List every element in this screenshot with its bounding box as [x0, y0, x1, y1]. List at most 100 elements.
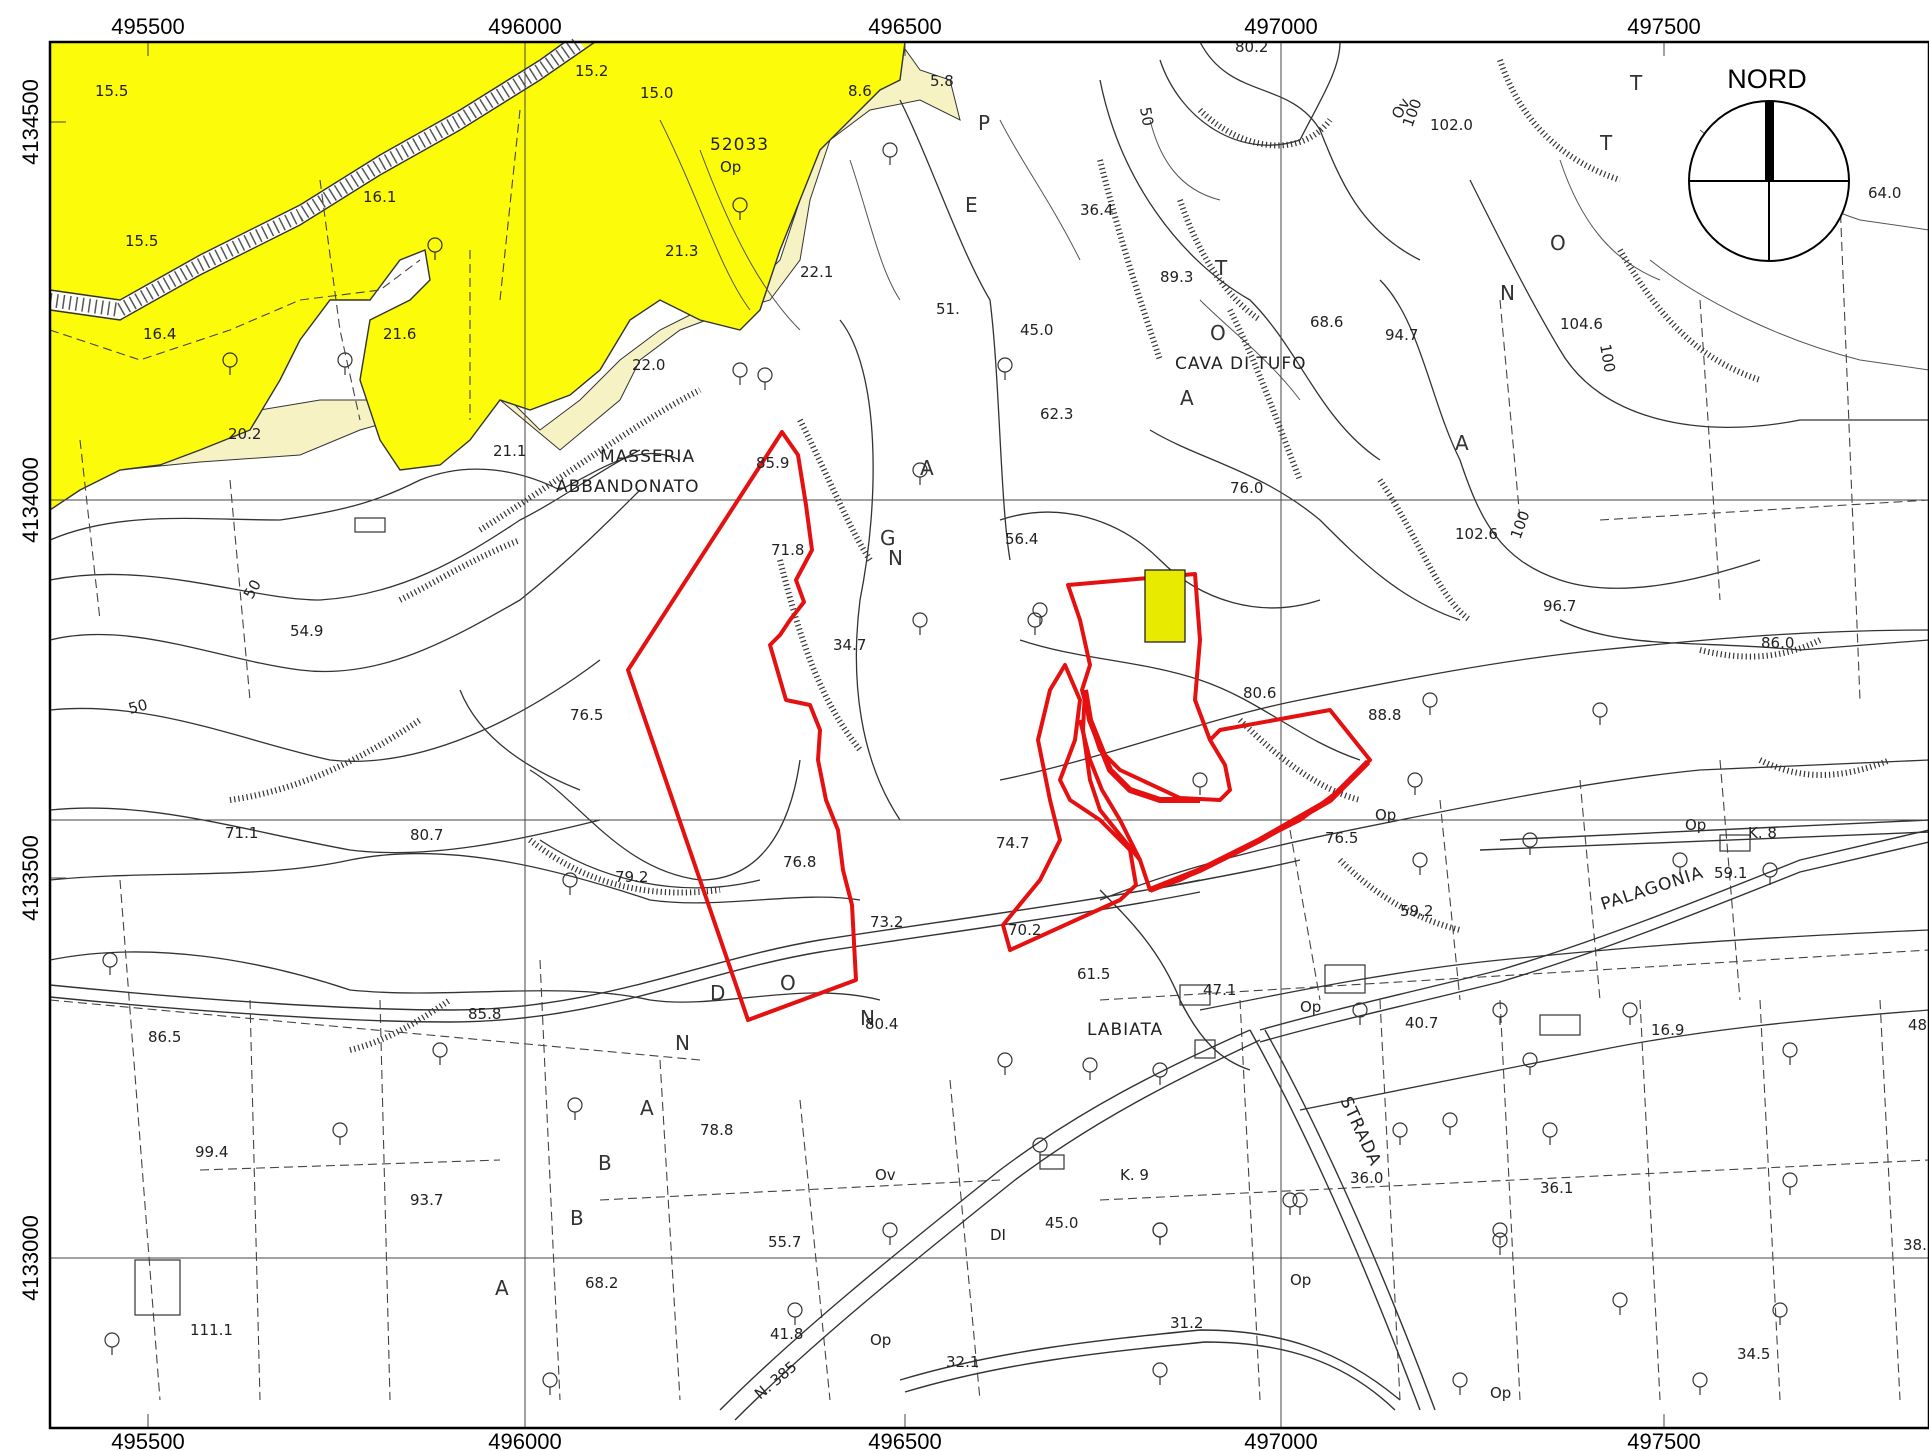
valley-letter: G: [880, 526, 896, 550]
valley-letter: E: [965, 193, 978, 217]
east-strip-inner: [1078, 719, 1142, 861]
north-label: NORD: [1727, 64, 1807, 94]
elevation-label: 51.: [936, 300, 960, 318]
y-tick-label: 4133500: [18, 835, 43, 921]
elevation-labels: 15.5 15.2 15.0 8.6 5.8 80.2 102.0 16.1 1…: [95, 38, 1927, 1371]
elevation-label: 94.7: [1385, 326, 1418, 344]
elevation-label: 86.0: [1761, 634, 1794, 652]
railway-line: [48, 34, 586, 320]
elevation-label: 76.0: [1230, 479, 1263, 497]
elevation-label: 88.8: [1368, 706, 1401, 724]
valley-letter: B: [598, 1151, 612, 1175]
label-op-6: Op: [870, 1331, 891, 1349]
field-line-3: [499, 109, 521, 301]
elevation-label: 8.6: [848, 82, 872, 100]
elevation-label: 102.0: [1430, 116, 1473, 134]
elevation-label: 56.4: [1005, 530, 1038, 548]
valley-letters: A N G E P A B B A N D O N A T O A N O T …: [495, 71, 1643, 1300]
elevation-label: 36.4: [1080, 201, 1113, 219]
elevation-label: 80.4: [865, 1015, 898, 1033]
elevation-label: 96.7: [1543, 597, 1576, 615]
x-tick-label-top: 496500: [868, 14, 941, 39]
railway-edge-1: [49, 41, 566, 301]
yellow-zone: [49, 41, 906, 512]
elevation-label: 34.7: [833, 636, 866, 654]
elevation-label: 21.1: [493, 442, 526, 460]
elevation-label: 61.5: [1077, 965, 1110, 983]
x-tick-label-bottom: 497500: [1627, 1429, 1700, 1451]
elevation-label: 104.6: [1560, 315, 1603, 333]
label-labiata: LABIATA: [1087, 1020, 1163, 1040]
valley-letter: O: [1550, 231, 1566, 255]
elevation-label: 80.6: [1243, 684, 1276, 702]
label-op-3: Op: [1490, 1384, 1511, 1402]
x-tick-label-top: 497500: [1627, 14, 1700, 39]
elevation-label: 74.7: [996, 834, 1029, 852]
elevation-label: 20.2: [228, 425, 261, 443]
y-axis-labels: 4134500 4134000 4133500 4133000: [18, 79, 43, 1301]
valley-letter: A: [920, 456, 934, 480]
label-masseria: MASSERIA: [600, 447, 695, 467]
elevation-label: 36.1: [1540, 1179, 1573, 1197]
label-op-4: Op: [1290, 1271, 1311, 1289]
valley-letter: A: [1455, 431, 1469, 455]
south-parcel-boundary: [1001, 663, 1138, 952]
valley-letter: P: [978, 111, 990, 135]
elevation-label: 59.2: [1400, 902, 1433, 920]
x-axis-bottom-labels: 495500 496000 496500 497000 497500: [111, 1429, 1700, 1451]
elevation-label: 68.6: [1310, 313, 1343, 331]
elevation-label: 15.5: [95, 82, 128, 100]
elevation-label: 32.1: [946, 1353, 979, 1371]
north-needle: [1765, 101, 1774, 181]
elevation-label: 64.0: [1868, 184, 1901, 202]
elevation-label: 15.2: [575, 62, 608, 80]
elevation-label: 45.0: [1020, 321, 1053, 339]
x-tick-label-bottom: 496500: [868, 1429, 941, 1451]
central-inner-boundary: [1082, 689, 1200, 803]
elevation-label: 71.1: [225, 824, 258, 842]
elevation-label: 31.2: [1170, 1314, 1203, 1332]
elevation-label: 16.1: [363, 188, 396, 206]
label-cava-di-tufo: CAVA DI TUFO: [1175, 354, 1306, 374]
elevation-label: 21.6: [383, 325, 416, 343]
elevation-label: 5.8: [930, 72, 954, 90]
elevation-label: 79.2: [615, 868, 648, 886]
x-tick-label-top: 495500: [111, 14, 184, 39]
x-tick-label-top: 496000: [488, 14, 561, 39]
valley-letter: T: [1214, 256, 1228, 280]
elevation-label: 16.4: [143, 325, 176, 343]
y-tick-label: 4133000: [18, 1215, 43, 1301]
elevation-label: 102.6: [1455, 525, 1498, 543]
valley-letter: N: [675, 1031, 690, 1055]
project-boundaries: [626, 430, 1372, 1022]
elevation-label: 45.0: [1045, 1214, 1078, 1232]
elevation-label: 85.8: [468, 1005, 501, 1023]
buildings: [134, 517, 1751, 1316]
roads: [49, 819, 1929, 1421]
label-contour-100-3: 100: [1596, 343, 1619, 374]
elevation-label: 76.8: [783, 853, 816, 871]
elevation-label: 36.0: [1350, 1169, 1383, 1187]
elevation-label: 76.5: [570, 706, 603, 724]
elevation-label: 38.: [1903, 1236, 1927, 1254]
map-frame: [48, 40, 1929, 1430]
label-ov-1: Ov: [875, 1166, 896, 1184]
valley-letter: T: [1599, 131, 1613, 155]
elevation-label: 85.9: [756, 454, 789, 472]
elevation-label: 93.7: [410, 1191, 443, 1209]
label-contour-50-3: 50: [126, 696, 149, 718]
map-area: MASSERIA ABBANDONATO CAVA DI TUFO LABIAT…: [48, 34, 1929, 1430]
valley-letter: D: [710, 981, 725, 1005]
valley-letter: N: [1500, 281, 1515, 305]
elevation-label: 71.8: [771, 541, 804, 559]
elevation-label: 15.0: [640, 84, 673, 102]
elevation-label: 86.5: [148, 1028, 181, 1046]
x-tick-label-bottom: 497000: [1244, 1429, 1317, 1451]
valley-letter: A: [495, 1276, 509, 1300]
label-op-7: Op: [1375, 806, 1396, 824]
elevation-label: 55.7: [768, 1233, 801, 1251]
label-road-k8: K. 8: [1748, 824, 1777, 842]
field-line-1: [49, 259, 421, 361]
valley-letter: O: [1210, 321, 1226, 345]
